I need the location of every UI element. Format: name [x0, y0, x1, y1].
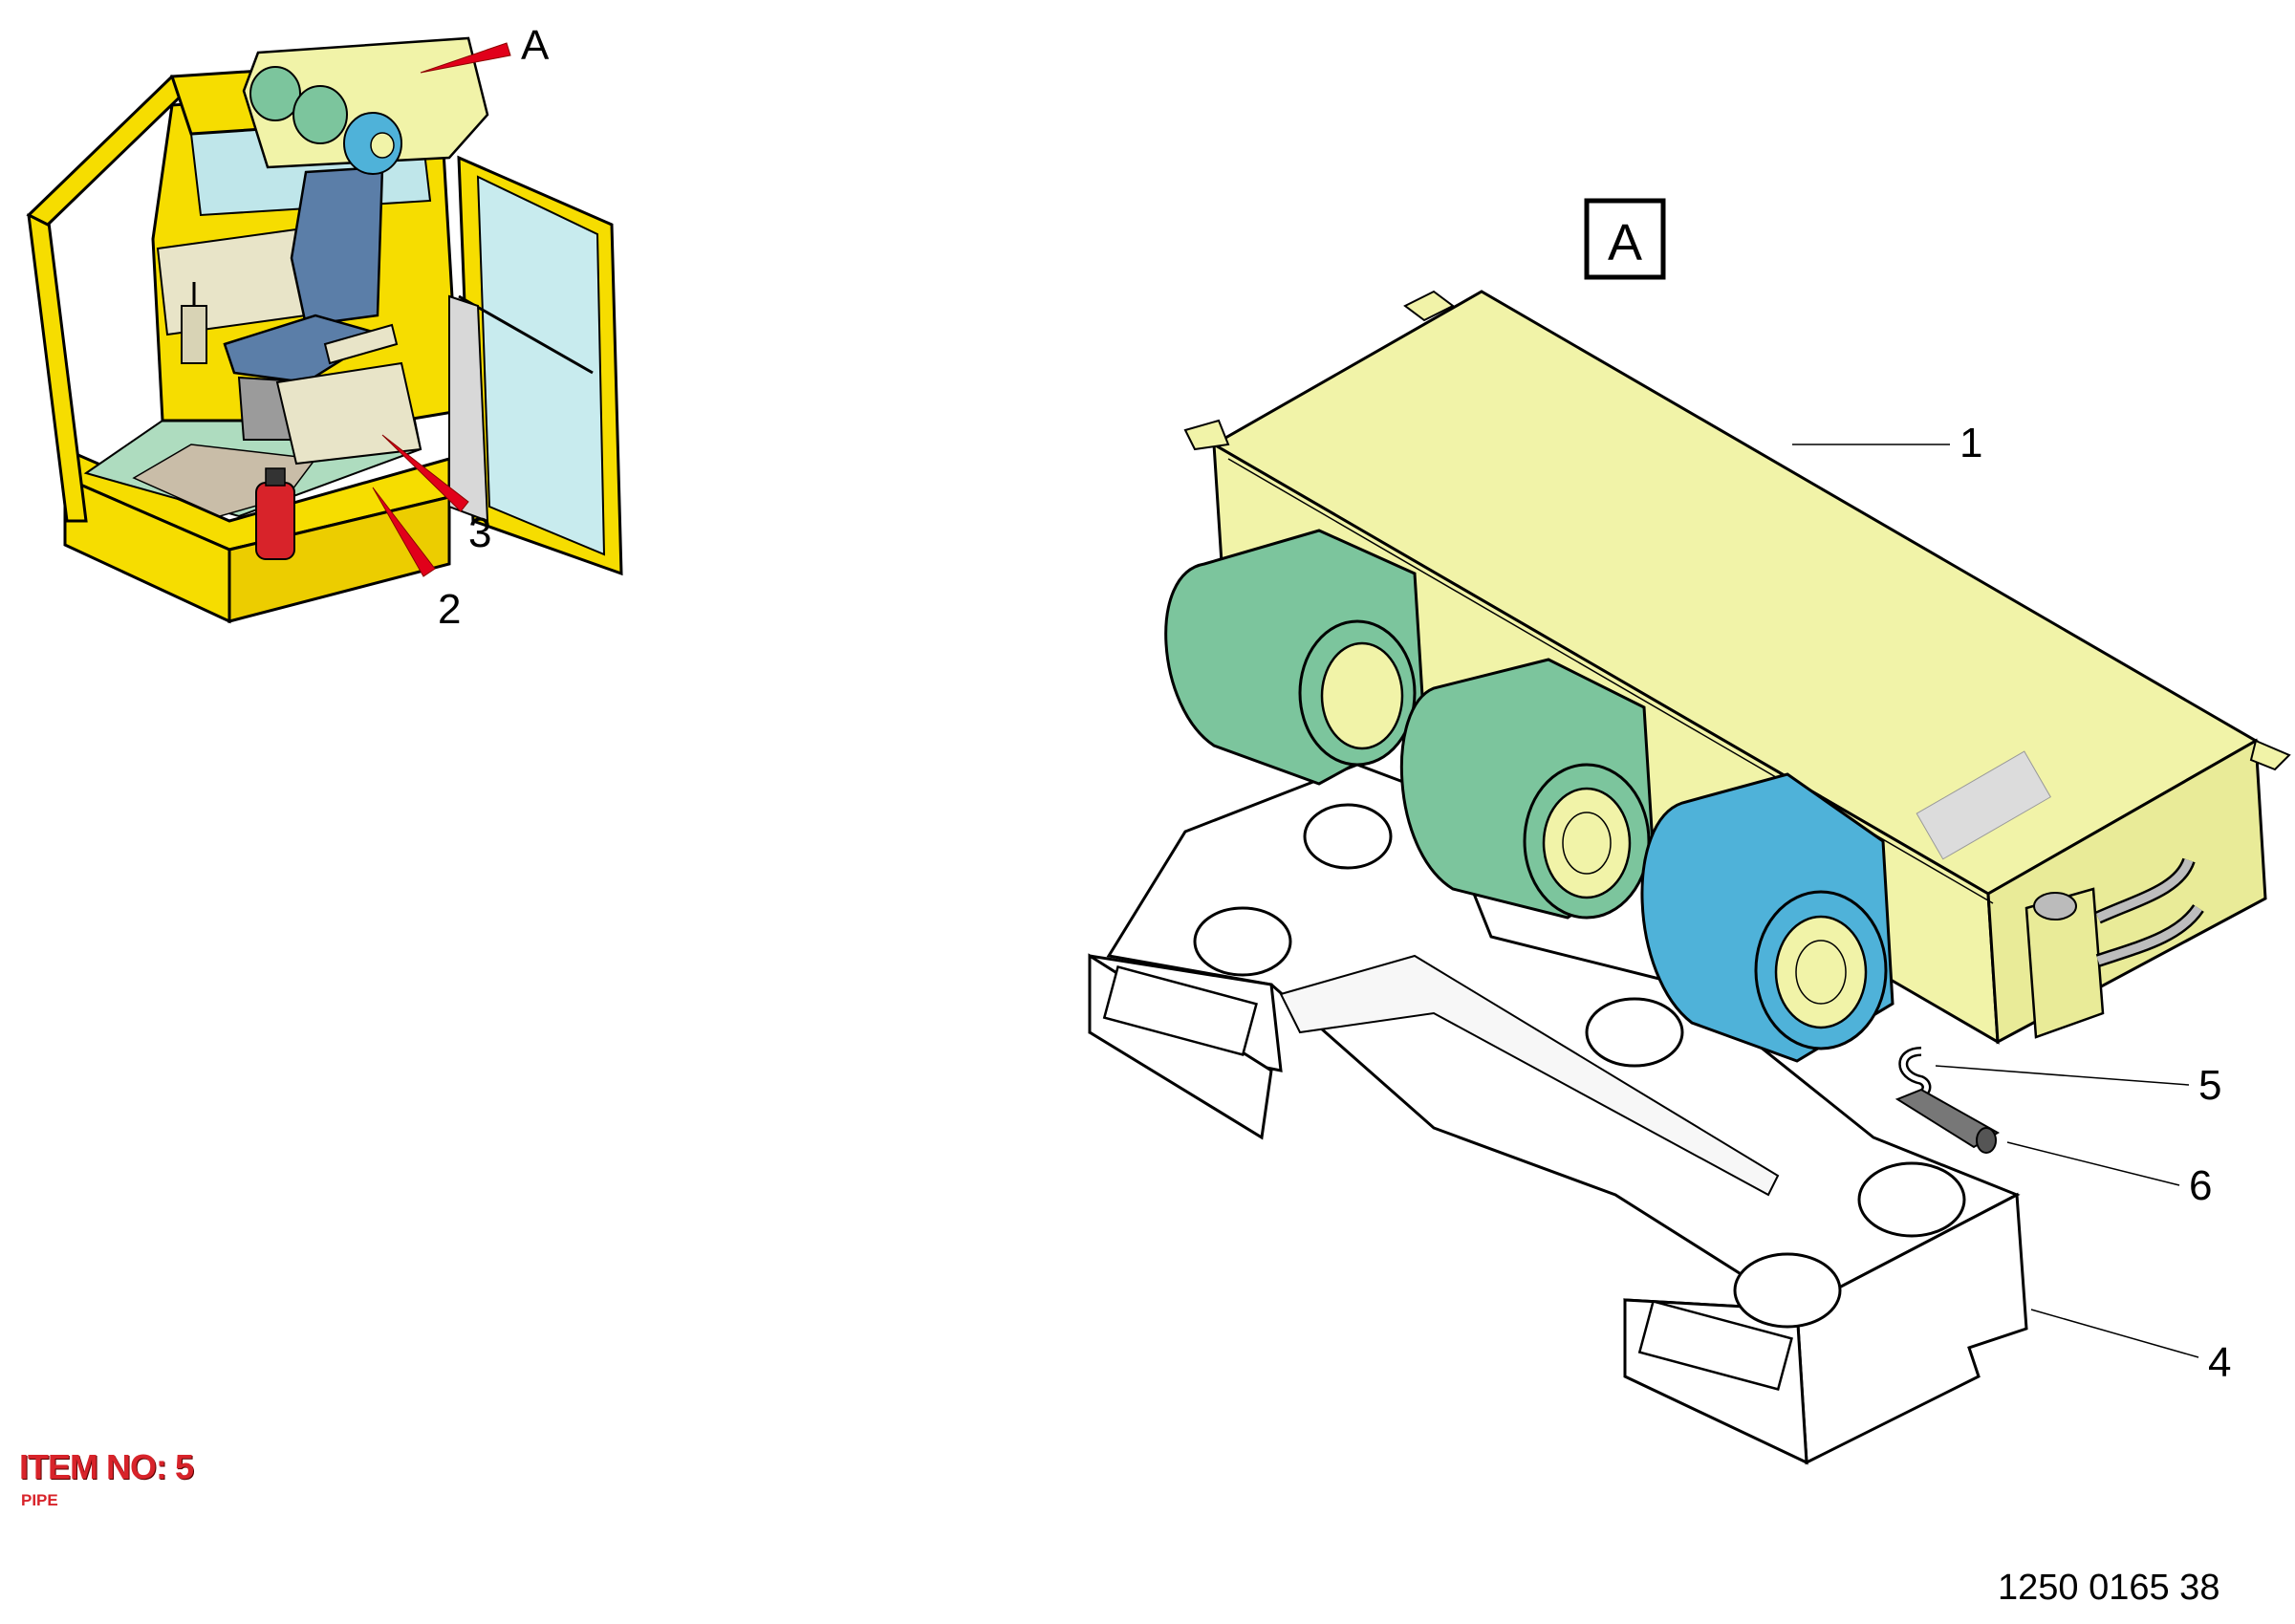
roof-blower-3-hub — [370, 132, 395, 159]
document-number: 1250 0165 38 — [1998, 1568, 2220, 1608]
roof-blower-2 — [292, 85, 348, 144]
leader-6 — [2006, 1141, 2180, 1186]
frame-hole-3 — [1585, 997, 1684, 1068]
blower-3 — [1640, 772, 1894, 1063]
callout-label-6: 6 — [2189, 1162, 2212, 1209]
frame-slot-right — [1637, 1299, 1793, 1391]
cab-side-wall — [448, 294, 489, 523]
callout-label-3: 3 — [468, 509, 491, 556]
hose-fitting-1-fill — [2096, 858, 2194, 922]
blower-2-grille-ring — [1562, 812, 1612, 875]
valve-block — [2024, 887, 2105, 1039]
item-description: PIPE — [21, 1491, 58, 1509]
joystick — [181, 305, 207, 364]
extinguisher-top — [265, 467, 286, 487]
door-handle-rod — [458, 294, 594, 375]
seat-back — [290, 165, 384, 327]
seat-armrest — [323, 323, 399, 365]
callout-label-1: 1 — [1959, 420, 1982, 466]
mount-tab-2 — [1183, 419, 1230, 451]
callout-label-5: 5 — [2198, 1062, 2221, 1109]
blower-1-opening — [1320, 641, 1404, 750]
leader-5 — [1935, 1065, 2190, 1086]
hose-item-6-end — [1976, 1127, 1997, 1154]
frame-hole-4 — [1857, 1161, 1966, 1238]
callout-label-2: 2 — [438, 586, 461, 633]
cab-base-side — [227, 495, 451, 623]
cab-overview: A 3 2 — [26, 22, 623, 633]
detail-view-a: A — [1088, 198, 2291, 1465]
blower-2 — [1399, 658, 1656, 920]
callout-label-a: A — [521, 22, 550, 69]
mounting-frame — [1088, 763, 2028, 1465]
frame-inner-channel — [1279, 954, 1780, 1197]
leader-4 — [2030, 1309, 2199, 1358]
blower-3-grille-ring — [1795, 940, 1847, 1005]
housing-label-plate — [1916, 750, 2051, 860]
callout-arrow-3 — [381, 434, 469, 512]
fire-extinguisher — [255, 482, 295, 560]
blower-2-grille — [1542, 787, 1632, 899]
frame-hole-5 — [1733, 1252, 1842, 1329]
mount-tab-3 — [2249, 739, 2291, 771]
callout-label-4: 4 — [2208, 1339, 2231, 1386]
mount-tab-1 — [1403, 290, 1455, 322]
blower-3-grille — [1774, 915, 1868, 1029]
callout-arrow-a — [420, 42, 511, 74]
hose-item-6 — [1894, 1088, 2000, 1149]
callout-arrow-2 — [372, 487, 436, 577]
side-console — [156, 227, 308, 336]
cab-left-post — [27, 213, 88, 523]
right-console — [275, 361, 422, 466]
frame-hole-1 — [1303, 803, 1393, 870]
frame-hole-2 — [1193, 906, 1292, 977]
detail-label-box — [1584, 198, 1666, 280]
detail-label-a: A — [1608, 214, 1642, 271]
roof-blower-1 — [249, 66, 301, 121]
blower-1 — [1164, 529, 1426, 786]
valve-cap — [2033, 892, 2077, 920]
frame-slot-left — [1102, 964, 1258, 1056]
item-number-title: ITEM NO: 5 — [19, 1447, 194, 1486]
hose-fitting-2-fill — [2096, 905, 2202, 965]
cab-door-glass — [476, 175, 606, 556]
